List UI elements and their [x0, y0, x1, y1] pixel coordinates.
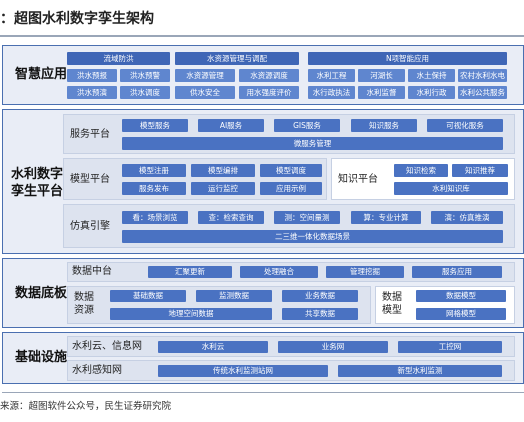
service-platform-label: 服务平台: [70, 129, 110, 140]
svc-knowledge: 知识服务: [351, 119, 417, 132]
model-orchestrate: 模型编排: [191, 164, 255, 177]
model-data-model: 数据模型: [416, 290, 506, 302]
model-publish: 服务发布: [122, 182, 186, 195]
layer-label-smart: 智慧应用: [15, 67, 68, 82]
data-model-label-1: 数据: [382, 292, 402, 303]
app-supervision: 水利监督: [358, 86, 405, 99]
group-water-resources: 水资源管理与调配: [175, 52, 299, 65]
app-water-dispatch: 水资源调度: [239, 69, 299, 82]
infra-water-cloud: 水利云: [158, 341, 268, 353]
res-basic-data: 基础数据: [110, 290, 186, 302]
sim-view: 看：场景浏览: [122, 211, 188, 224]
sim-2d3d-scene: 二三维一体化数据场景: [122, 230, 503, 243]
app-water-management: 水资源管理: [175, 69, 235, 82]
panel-data-resources: 数据 资源 基础数据 监测数据 业务数据 地理空间数据 共享数据: [67, 286, 371, 324]
sim-query: 查：检索查询: [198, 211, 264, 224]
model-platform-label: 模型平台: [70, 174, 110, 185]
cloud-network-label: 水利云、信息网: [72, 341, 142, 352]
panel-simulation-engine: 仿真引擎 看：场景浏览 查：检索查询 测：空间量测 算：专业计算 演：仿真推演 …: [63, 204, 515, 248]
infra-new-monitoring: 新型水利监测: [338, 365, 502, 377]
app-flood-warning: 洪水预警: [120, 69, 170, 82]
data-center-label: 数据中台: [72, 266, 112, 277]
layer-infrastructure: 基础设施 水利云、信息网 水利云 业务网 工控网 水利感知网 传统水利监测站网 …: [2, 332, 524, 384]
app-flood-forecast: 洪水预报: [67, 69, 117, 82]
res-geospatial-data: 地理空间数据: [110, 308, 272, 320]
infra-traditional-stations: 传统水利监测站网: [158, 365, 328, 377]
dc-service-apply: 服务应用: [412, 266, 502, 278]
knowledge-search: 知识检索: [394, 164, 448, 177]
layer-label-platform-2: 孪生平台: [11, 184, 64, 199]
app-water-intensity: 用水强度评价: [239, 86, 299, 99]
svc-ai: AI服务: [198, 119, 264, 132]
model-grid-model: 网格模型: [416, 308, 506, 320]
model-schedule: 模型调度: [260, 164, 322, 177]
layer-data-foundation: 数据底板 数据中台 汇聚更新 处理融合 管理挖掘 服务应用 数据 资源 基础数据…: [2, 258, 524, 328]
sensing-network-label: 水利感知网: [72, 365, 122, 376]
data-model-label-2: 模型: [382, 305, 402, 316]
app-soil-conservation: 水土保持: [408, 69, 455, 82]
app-admin-enforcement: 水行政执法: [308, 86, 355, 99]
res-business-data: 业务数据: [282, 290, 358, 302]
infra-control-net: 工控网: [398, 341, 502, 353]
panel-data-model: 数据 模型 数据模型 网格模型: [375, 286, 515, 324]
app-rural-hydro: 农村水利水电: [458, 69, 507, 82]
data-resources-label-2: 资源: [74, 305, 94, 316]
panel-knowledge-platform: 知识平台 知识检索 知识推荐 水利知识库: [331, 158, 515, 200]
app-public-service: 水利公共服务: [458, 86, 507, 99]
panel-model-platform: 模型平台 模型注册 模型编排 模型调度 服务发布 运行监控 应用示例: [63, 158, 327, 200]
svc-gis: GIS服务: [274, 119, 340, 132]
title-divider: [0, 35, 524, 37]
dc-manage-mine: 管理挖掘: [326, 266, 404, 278]
page-title: ：超图水利数字孪生架构: [0, 11, 154, 27]
source-note: 来源：超图软件公众号，民生证券研究院: [0, 401, 172, 412]
sim-measure: 测：空间量测: [274, 211, 340, 224]
sim-rehearse: 演：仿真推演: [431, 211, 503, 224]
svc-model: 模型服务: [122, 119, 188, 132]
svc-visualization: 可视化服务: [427, 119, 503, 132]
layer-label-data: 数据底板: [15, 286, 68, 301]
app-water-engineering: 水利工程: [308, 69, 355, 82]
sim-compute: 算：专业计算: [351, 211, 421, 224]
app-administration: 水利行政: [408, 86, 455, 99]
layer-digital-twin-platform: 水利数字 孪生平台 服务平台 模型服务 AI服务 GIS服务 知识服务 可视化服…: [2, 109, 524, 254]
data-resources-label-1: 数据: [74, 292, 94, 303]
app-river-chief: 河湖长: [358, 69, 405, 82]
app-flood-rehearsal: 洪水预演: [67, 86, 117, 99]
panel-sensing-network: 水利感知网 传统水利监测站网 新型水利监测: [67, 360, 515, 381]
model-example: 应用示例: [260, 182, 322, 195]
dc-gather-update: 汇聚更新: [148, 266, 232, 278]
knowledge-base: 水利知识库: [394, 182, 508, 195]
app-flood-dispatch: 洪水调度: [120, 86, 170, 99]
knowledge-recommend: 知识推荐: [452, 164, 508, 177]
svc-microservice-mgmt: 微服务管理: [122, 137, 503, 150]
res-monitoring-data: 监测数据: [196, 290, 272, 302]
group-n-smart-apps: N项智能应用: [308, 52, 507, 65]
knowledge-platform-label: 知识平台: [338, 174, 378, 185]
model-register: 模型注册: [122, 164, 186, 177]
panel-data-center: 数据中台 汇聚更新 处理融合 管理挖掘 服务应用: [67, 262, 515, 282]
app-water-supply-safety: 供水安全: [175, 86, 235, 99]
panel-service-platform: 服务平台 模型服务 AI服务 GIS服务 知识服务 可视化服务 微服务管理: [63, 114, 515, 154]
layer-smart-application: 智慧应用 流域防洪 洪水预报 洪水预警 洪水预演 洪水调度 水资源管理与调配 水…: [2, 45, 524, 105]
layer-label-infra: 基础设施: [15, 350, 68, 365]
layer-label-platform-1: 水利数字: [11, 167, 64, 182]
res-shared-data: 共享数据: [282, 308, 358, 320]
panel-cloud-network: 水利云、信息网 水利云 业务网 工控网: [67, 336, 515, 357]
dc-process-fuse: 处理融合: [240, 266, 318, 278]
model-monitor: 运行监控: [191, 182, 255, 195]
simulation-engine-label: 仿真引擎: [70, 221, 110, 232]
infra-business-net: 业务网: [278, 341, 388, 353]
source-divider: [2, 392, 524, 393]
group-flood-control: 流域防洪: [67, 52, 170, 65]
